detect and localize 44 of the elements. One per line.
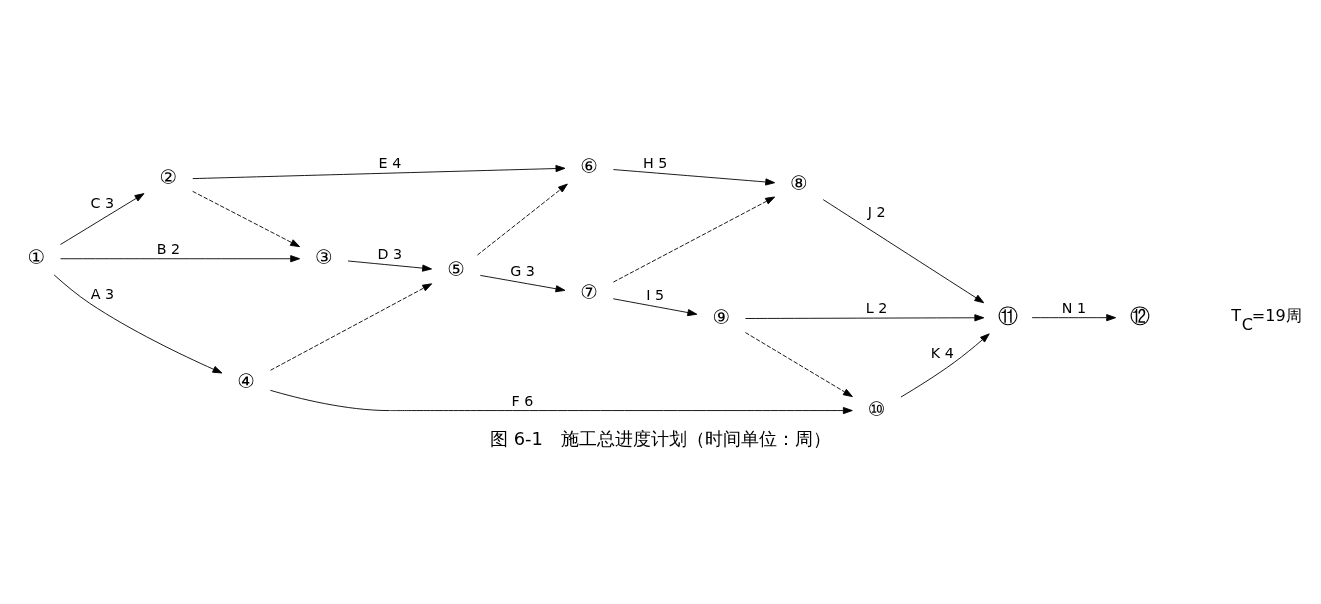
arrow — [60, 192, 145, 245]
edge-label: I 5 — [646, 286, 665, 303]
arrow — [612, 168, 776, 186]
edge-label: J 2 — [867, 203, 886, 220]
edge-label: D 3 — [377, 245, 403, 262]
arrow — [479, 274, 566, 292]
node-text: ⑪ — [997, 304, 1018, 328]
edge-label: H 5 — [642, 154, 668, 171]
arrow — [900, 332, 990, 397]
arrow — [612, 196, 776, 283]
node-text: ② — [159, 165, 178, 189]
edge-label: G 3 — [510, 262, 535, 279]
arrow — [745, 313, 985, 321]
edge-label: N 1 — [1061, 299, 1087, 316]
arrow — [347, 260, 432, 272]
node-text: ④ — [237, 369, 255, 393]
edge-label: E 4 — [378, 154, 402, 171]
arrow — [270, 282, 433, 371]
edge-label: F 6 — [511, 392, 534, 409]
node-text: ⑦ — [580, 280, 598, 304]
arrow — [612, 297, 698, 316]
edge-label: K 4 — [930, 344, 954, 361]
node-text: ⑤ — [447, 257, 465, 281]
node-text: ① — [27, 245, 46, 269]
arrow — [53, 273, 223, 373]
arrow — [192, 164, 566, 179]
arrow — [476, 183, 568, 255]
node-text: ③ — [315, 245, 333, 269]
arrow — [192, 190, 301, 247]
caption: 图 6-1 施工总进度计划（时间单位：周） — [490, 427, 831, 448]
node-text: ⑥ — [580, 154, 598, 178]
edge-label: A 3 — [90, 285, 115, 302]
arrow — [1031, 313, 1117, 321]
edge-label: B 2 — [156, 240, 181, 257]
edge-label: C 3 — [90, 194, 115, 211]
node-text: ⑧ — [790, 171, 808, 195]
edge-label: L 2 — [865, 299, 888, 316]
node-text: ⑫ — [1130, 304, 1151, 328]
node-text: ⑨ — [712, 305, 731, 329]
arrow — [60, 254, 301, 262]
arrow — [269, 389, 853, 414]
node-text: ⑩ — [867, 397, 886, 421]
arrow — [822, 198, 985, 303]
arrow — [745, 331, 853, 397]
